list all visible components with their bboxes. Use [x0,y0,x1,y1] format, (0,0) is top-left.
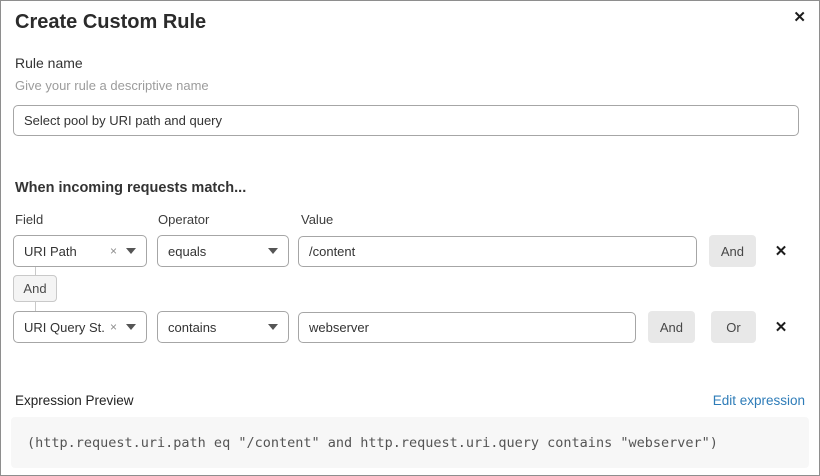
operator-select-value: contains [168,319,217,335]
column-label-value: Value [301,212,334,227]
add-and-button[interactable]: And [708,235,756,267]
rule-name-section: Rule name Give your rule a descriptive n… [15,55,805,93]
match-section-heading: When incoming requests match... [15,180,247,196]
modal-title: Create Custom Rule [15,11,207,33]
operator-select-value: equals [168,243,207,259]
edit-expression-link[interactable]: Edit expression [712,393,805,408]
column-labels: Field Operator Value [15,212,805,227]
operator-select[interactable]: equals [157,235,289,267]
chevron-down-icon [126,248,136,254]
add-and-button[interactable]: And [647,311,695,343]
clear-field-icon[interactable]: × [109,320,117,334]
connector-line-top [34,267,36,275]
field-select[interactable]: URI Query St... × [13,311,147,343]
chevron-down-icon [268,248,278,254]
remove-row-icon[interactable]: ✕ [772,244,790,259]
chevron-down-icon [126,324,136,330]
field-select-value: URI Query St... [24,319,106,335]
logic-connector: And [13,267,57,311]
column-label-operator: Operator [158,212,210,227]
expression-preview-header: Expression Preview Edit expression [15,393,805,408]
expression-code: (http.request.uri.path eq "/content" and… [11,417,809,468]
column-label-field: Field [15,212,44,227]
clear-field-icon[interactable]: × [109,244,117,258]
match-row-1: URI Path × equals And ✕ [13,235,790,267]
rule-name-label: Rule name [15,55,83,71]
add-or-button[interactable]: Or [711,311,756,343]
operator-select[interactable]: contains [157,311,289,343]
rule-name-hint: Give your rule a descriptive name [15,78,209,93]
rule-name-input[interactable] [13,105,799,136]
connector-line-bottom [34,302,36,311]
value-input[interactable] [298,311,636,343]
chevron-down-icon [268,324,278,330]
close-icon[interactable]: ✕ [793,9,806,26]
field-select-value: URI Path [24,243,77,259]
and-connector-chip: And [13,275,57,302]
match-row-2: URI Query St... × contains And Or ✕ [13,311,790,343]
field-select[interactable]: URI Path × [13,235,147,267]
value-input[interactable] [298,235,697,267]
remove-row-icon[interactable]: ✕ [772,320,790,335]
expression-preview-label: Expression Preview [15,393,134,408]
